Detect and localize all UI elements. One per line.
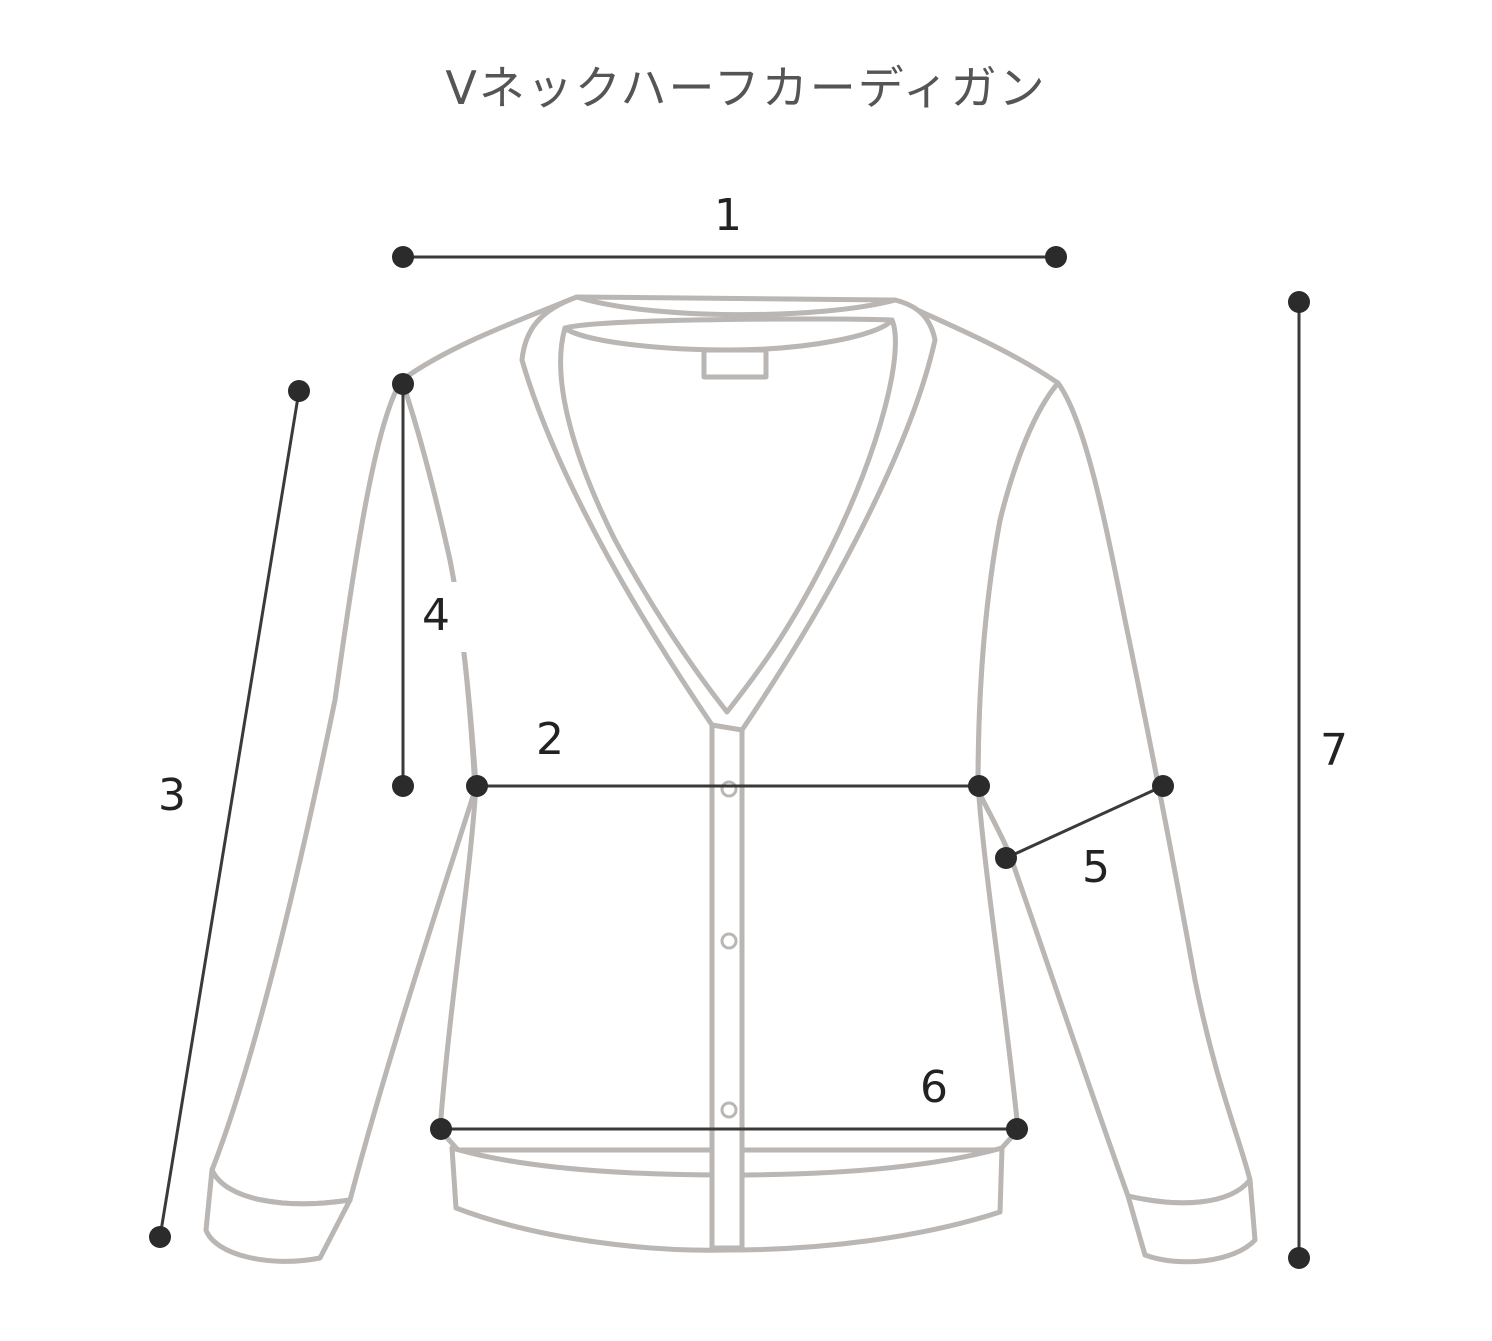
measurement-label-7: 7 bbox=[1320, 725, 1348, 776]
button bbox=[720, 932, 738, 950]
measurement-label-2: 2 bbox=[536, 714, 564, 765]
measurement-label-1: 1 bbox=[714, 190, 742, 241]
back-neck-line bbox=[562, 316, 895, 331]
measurement-annotations: 1 2 3 4 5 6 7 bbox=[149, 190, 1348, 1269]
button bbox=[720, 1101, 738, 1119]
measurement-dot bbox=[288, 380, 310, 402]
measurement-dot bbox=[1006, 1118, 1028, 1140]
placket-line bbox=[709, 722, 745, 733]
measurement-dot bbox=[1288, 1247, 1310, 1269]
neck-label-tag bbox=[701, 347, 769, 380]
right-cuff bbox=[1125, 1177, 1258, 1265]
measurement-label-4: 4 bbox=[422, 590, 450, 641]
measurement-line-5 bbox=[1005, 784, 1164, 860]
measurement-label-3: 3 bbox=[158, 770, 186, 821]
measurement-dot bbox=[995, 847, 1017, 869]
diagram-title: Vネックハーフカーディガン bbox=[445, 61, 1047, 115]
button bbox=[720, 780, 738, 798]
measurement-dot bbox=[430, 1118, 452, 1140]
measurement-dot bbox=[1288, 291, 1310, 313]
measurement-dot bbox=[392, 775, 414, 797]
cardigan-illustration bbox=[203, 294, 1258, 1265]
measurement-dot bbox=[392, 246, 414, 268]
measurement-label-6: 6 bbox=[920, 1062, 948, 1113]
right-sleeve bbox=[975, 380, 1253, 1206]
measurement-dot bbox=[149, 1226, 171, 1248]
measurement-dot bbox=[466, 775, 488, 797]
label-4-background bbox=[418, 582, 468, 652]
measurement-dot bbox=[968, 775, 990, 797]
measurement-line-3 bbox=[158, 390, 301, 1238]
measurement-label-5: 5 bbox=[1082, 842, 1110, 893]
measurement-dot bbox=[392, 373, 414, 395]
left-cuff bbox=[203, 1167, 353, 1264]
measurement-dot bbox=[1045, 246, 1067, 268]
measurement-dot bbox=[1152, 775, 1174, 797]
